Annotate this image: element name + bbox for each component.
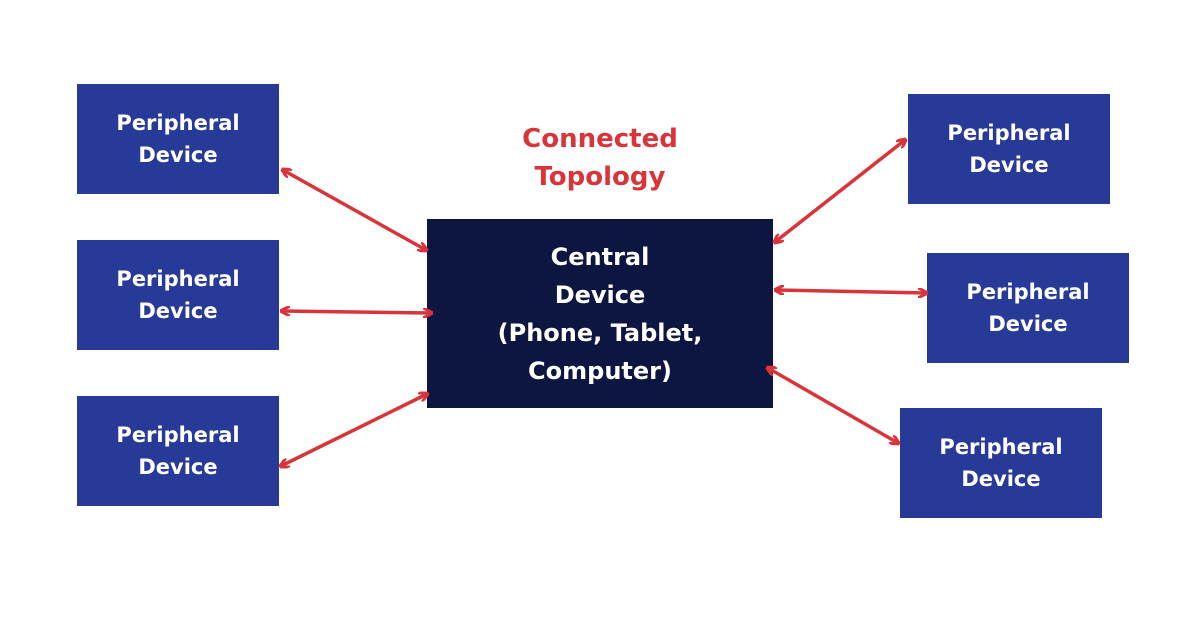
central-device-label: Central Device (Phone, Tablet, Computer) (497, 242, 703, 385)
peripheral-device-right-2: Peripheral Device (927, 253, 1129, 363)
arrow-right-3 (768, 368, 898, 443)
peripheral-device-label: Peripheral Device (116, 111, 240, 167)
peripheral-device-label: Peripheral Device (116, 267, 240, 323)
diagram-title: Connected Topology (522, 124, 678, 192)
peripheral-device-label: Peripheral Device (939, 435, 1063, 491)
arrow-left-2 (282, 311, 431, 313)
peripheral-device-left-2: Peripheral Device (77, 240, 279, 350)
arrow-right-2 (776, 290, 926, 293)
peripheral-device-right-1: Peripheral Device (908, 94, 1110, 204)
peripheral-device-left-3: Peripheral Device (77, 396, 279, 506)
arrow-left-1 (283, 170, 426, 250)
peripheral-device-label: Peripheral Device (116, 423, 240, 479)
peripheral-device-label: Peripheral Device (947, 121, 1071, 177)
arrow-left-3 (281, 394, 427, 466)
central-device: Central Device (Phone, Tablet, Computer) (427, 219, 773, 408)
peripheral-device-right-3: Peripheral Device (900, 408, 1102, 518)
peripheral-device-left-1: Peripheral Device (77, 84, 279, 194)
peripheral-device-label: Peripheral Device (966, 280, 1090, 336)
arrow-right-1 (775, 140, 905, 242)
